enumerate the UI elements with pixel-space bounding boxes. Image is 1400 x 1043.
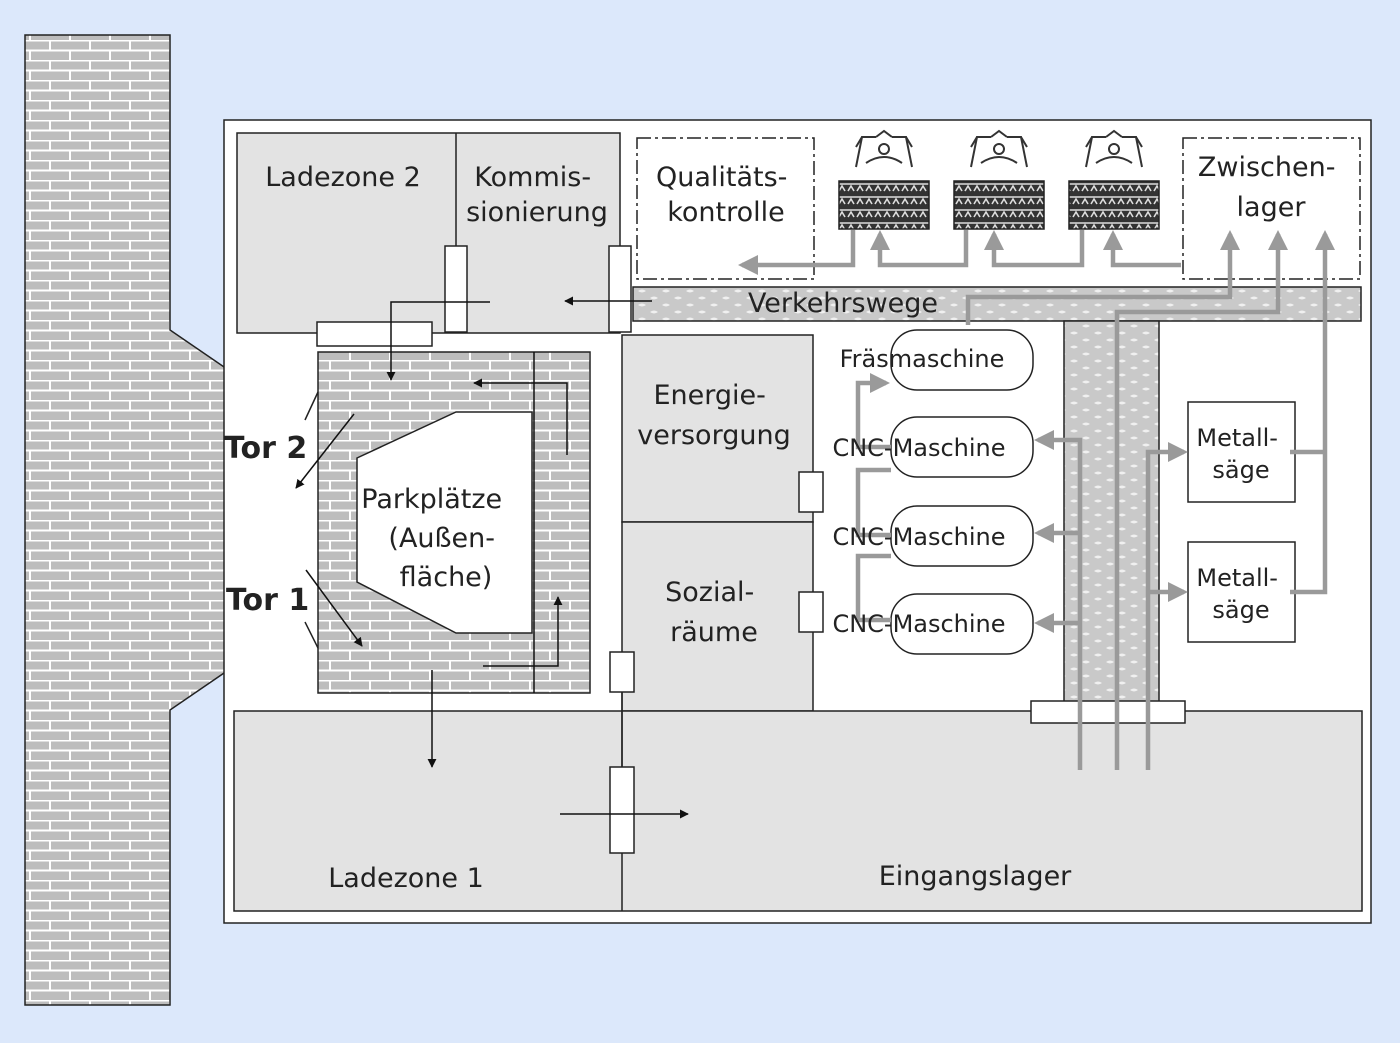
arrow-parking-loop-bottom [483, 596, 563, 667]
flow-zw-to-cell3 [1103, 230, 1181, 268]
flow-to-saege1 [1145, 442, 1188, 770]
energieversorgung-area [621, 334, 814, 523]
door-ladezone2-bottom [316, 321, 433, 347]
tor-marks [304, 391, 319, 649]
robot-icon [855, 129, 913, 168]
machine-block [1068, 180, 1160, 230]
cnc-machine-3 [890, 593, 1034, 655]
sozialraeume-area [621, 521, 814, 712]
label-parkplaetze: Parkplätze (Außen- fläche) [361, 484, 511, 593]
door-energie [798, 471, 824, 513]
label-eingangslager: Eingangslager [879, 861, 1072, 892]
ladezone1-eingangslager-area [233, 710, 1363, 912]
machine-block [838, 180, 930, 230]
production-flow-arrows [738, 230, 1335, 770]
flow-cell3-to-cell2 [984, 230, 1085, 268]
machine-block [953, 180, 1045, 230]
verkehrswege-strip [632, 286, 1362, 322]
label-cnc-2: CNC-Maschine [832, 523, 1005, 551]
flow-to-cnc1 [1034, 430, 1083, 770]
robot-cell-3 [1068, 129, 1160, 230]
label-tor1: Tor 1 [226, 583, 309, 618]
door-sozial [798, 591, 824, 633]
label-sozialraeume: Sozial- räume [665, 577, 763, 648]
flow-cnc2-to-cnc1 [855, 467, 891, 538]
label-cnc-3: CNC-Maschine [832, 610, 1005, 638]
label-fraesmaschine: Fräsmaschine [840, 345, 1005, 373]
flow-fraes-to-zw [965, 230, 1240, 325]
door-kommissionierung-bottom [444, 245, 468, 333]
fraesmaschine-machine [890, 329, 1034, 391]
robot-cell-1 [838, 129, 930, 230]
door-ladezone1 [609, 766, 635, 854]
label-cnc-1: CNC-Maschine [832, 434, 1005, 462]
flow-cell2-to-cell1 [870, 230, 969, 268]
qualitaetskontrolle-area [636, 137, 815, 280]
flow-lane-to-zw [1114, 230, 1288, 770]
arrow-tor1-in [305, 569, 363, 647]
door-eingang-bottom [1030, 700, 1186, 724]
flow-saege-to-zw [1290, 230, 1335, 595]
metallsaege-1 [1187, 401, 1296, 503]
robot-icon [970, 129, 1028, 168]
material-flow-arrows [295, 296, 689, 819]
label-metallsaege-1: Metall- säge [1196, 424, 1285, 484]
arrow-tor2-out [295, 413, 355, 489]
robot-cell-2 [953, 129, 1045, 230]
flow-cnc-to-fraes [855, 373, 891, 450]
robot-icon [1085, 129, 1143, 168]
door-sozial-left [609, 651, 635, 693]
label-energieversorgung: Energie- versorgung [637, 380, 790, 451]
label-zwischenlager: Zwischen- lager [1198, 152, 1344, 223]
metallsaege-2 [1187, 541, 1296, 643]
zwischenlager-area [1182, 137, 1361, 280]
label-ladezone2: Ladezone 2 [265, 162, 421, 193]
label-kommissionierung: Kommis- sionierung [466, 162, 608, 228]
flow-cell1-to-qk [738, 230, 856, 275]
label-tor2: Tor 2 [224, 431, 307, 466]
door-kommissionierung-right [608, 245, 632, 333]
label-ladezone1: Ladezone 1 [328, 863, 484, 894]
flow-cnc3-to-cnc2 [855, 553, 891, 623]
arrow-parking-loop-top [473, 378, 568, 455]
label-qualitaetskontrolle: Qualitäts- kontrolle [656, 162, 796, 228]
ladezone2-area [236, 132, 621, 334]
parkplaetze-area [356, 411, 533, 634]
arrow-to-parking [386, 301, 490, 381]
label-metallsaege-2: Metall- säge [1196, 564, 1285, 624]
label-verkehrswege: Verkehrswege [748, 288, 938, 319]
